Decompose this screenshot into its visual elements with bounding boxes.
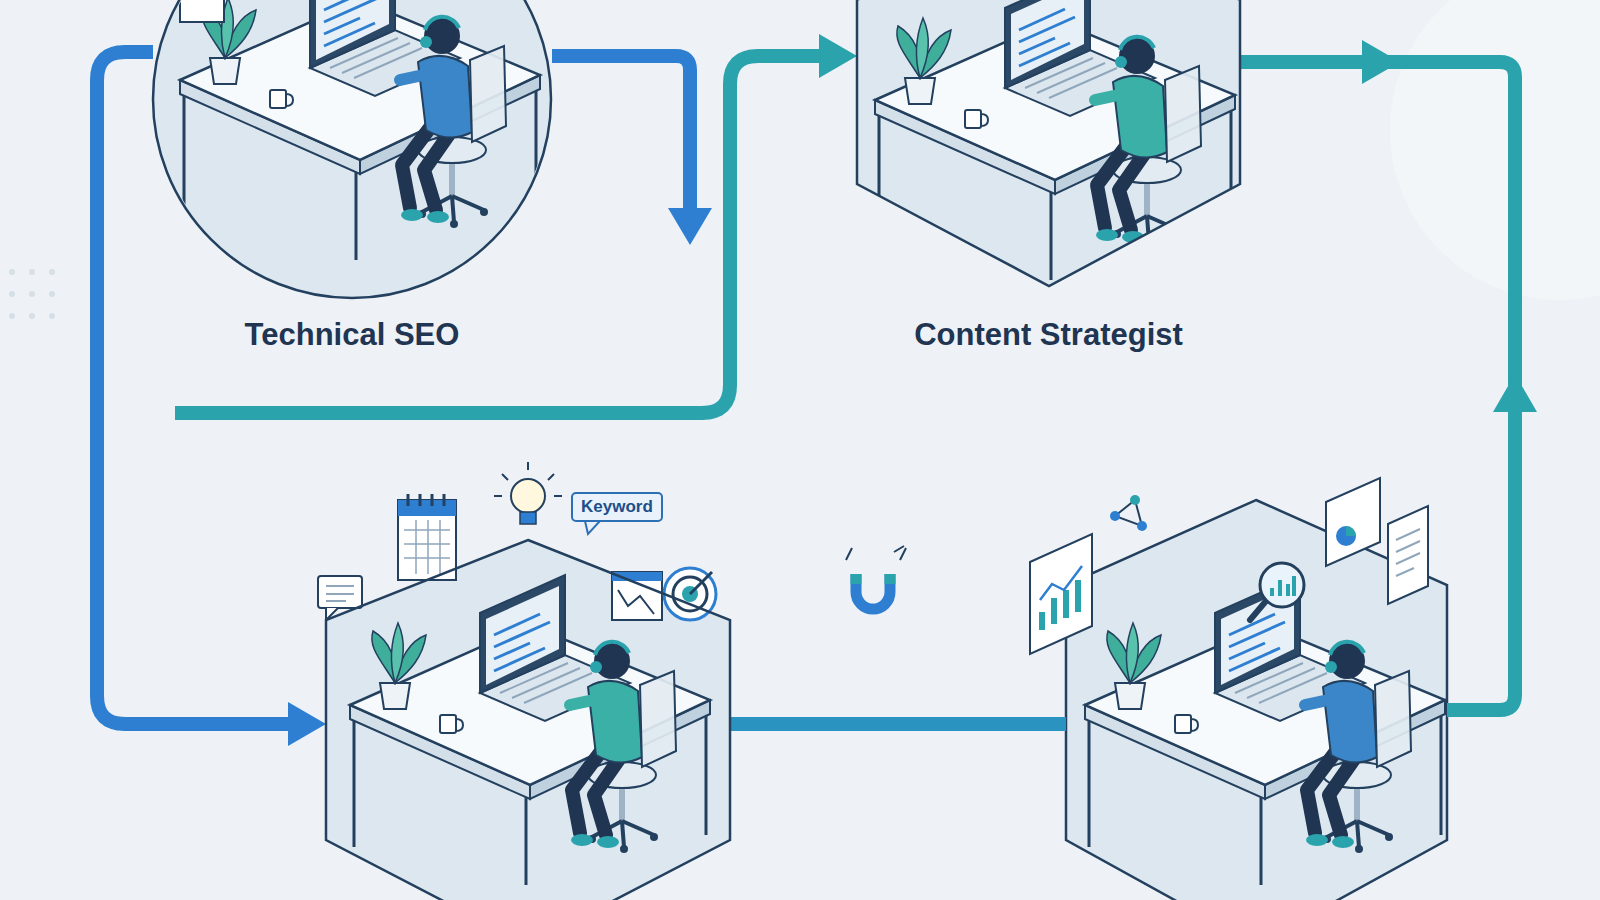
magnet-icon — [846, 546, 906, 609]
dot — [9, 291, 15, 297]
bulb-glass — [511, 479, 545, 513]
document-lines — [1396, 529, 1420, 576]
background-shape — [1390, 0, 1600, 300]
flow-arrowhead — [1493, 374, 1537, 412]
outline-circle — [153, 0, 551, 298]
flow-arrowhead — [668, 208, 712, 245]
role-title: Technical SEO — [245, 316, 460, 353]
workstation-scene — [875, 0, 1235, 280]
network-dot — [1137, 521, 1147, 531]
dot — [29, 291, 35, 297]
workstation — [350, 575, 710, 885]
outline-hexagon — [857, 0, 1240, 286]
workstation-ground — [857, 0, 1240, 286]
magnifier-bars — [1272, 576, 1294, 596]
workstation-hexagon — [1066, 500, 1447, 900]
dot — [9, 313, 15, 319]
paper-sheet — [180, 0, 224, 22]
workstation-ground — [326, 540, 730, 900]
outline-hexagon — [326, 540, 730, 900]
workstation — [875, 0, 1235, 280]
dot — [49, 269, 55, 275]
calendar-page — [398, 500, 456, 580]
network-dot — [1130, 495, 1140, 505]
role-title: Content Strategist — [914, 316, 1183, 353]
flow-arrow — [175, 56, 827, 413]
panel-trend — [1040, 566, 1082, 600]
tag-pointer — [585, 521, 600, 534]
magnifier-icon — [1250, 563, 1304, 620]
magnet-sparks — [846, 546, 906, 560]
pie-slice — [1346, 526, 1356, 536]
magnet-body — [856, 574, 890, 609]
document — [1388, 506, 1428, 604]
dot — [49, 291, 55, 297]
node-outline — [326, 480, 730, 900]
document — [1326, 478, 1380, 566]
node-outline — [857, 0, 1240, 370]
bubble-body — [318, 576, 362, 608]
dot — [29, 313, 35, 319]
workstation-ground — [153, 0, 551, 298]
panel-frame — [1030, 534, 1092, 654]
flow-line — [552, 56, 690, 212]
workstation — [180, 0, 540, 260]
flow-line — [1240, 62, 1515, 710]
bubble-lines — [326, 586, 354, 601]
target-dart — [690, 572, 712, 594]
workstation-circle: Technical SEO — [153, 0, 551, 413]
bulb-base — [520, 512, 536, 524]
flow-line — [730, 717, 1066, 731]
workstation-hexagon: Content Strategist — [857, 0, 1240, 370]
workstation — [1085, 575, 1445, 885]
workstation-scene — [180, 0, 540, 260]
magnet-poles — [856, 574, 890, 584]
window-frame — [612, 572, 662, 620]
flow-arrowhead — [1362, 40, 1400, 84]
dot — [29, 269, 35, 275]
dot-grid — [9, 269, 55, 319]
calendar-icon — [398, 494, 456, 580]
network-icon — [1110, 495, 1147, 531]
window-chart — [618, 590, 654, 614]
lightbulb-icon — [494, 462, 562, 524]
dot — [49, 313, 55, 319]
calendar-grid — [404, 520, 450, 574]
network-dot — [1110, 511, 1120, 521]
calendar-rings — [408, 494, 444, 506]
magnifier-lens — [1260, 563, 1304, 607]
flow-arrow — [97, 52, 296, 724]
chart-window — [612, 572, 662, 620]
dot — [9, 269, 15, 275]
magnifier-handle — [1250, 601, 1266, 620]
report-documents — [1326, 478, 1428, 604]
chart-panel — [1030, 534, 1092, 654]
keyword-tag: Keyword — [571, 492, 663, 522]
pie-chart — [1336, 526, 1356, 546]
workstation-hexagon: Keyword — [326, 480, 730, 900]
